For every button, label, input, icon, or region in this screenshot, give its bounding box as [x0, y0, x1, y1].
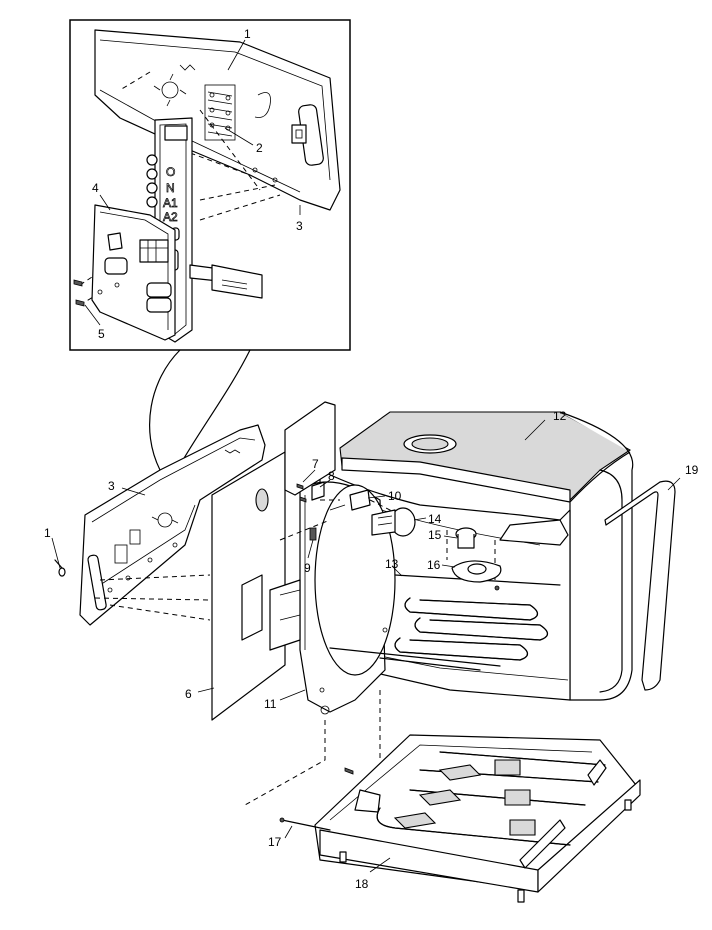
detail-inset: O N A1 A2 — [69, 19, 351, 471]
control-panel-housing — [79, 424, 266, 626]
door-seal — [604, 480, 676, 691]
marking-off: O — [166, 165, 175, 179]
fan-plate — [451, 560, 502, 591]
callout-9: 9 — [304, 561, 311, 575]
marking-n: N — [166, 181, 175, 195]
inset-callout-1: 1 — [244, 27, 251, 41]
inset-callout-2: 2 — [256, 141, 263, 155]
thermostat-probe — [309, 527, 317, 541]
grill-element — [329, 574, 561, 671]
callout-16: 16 — [427, 558, 441, 572]
callout-17: 17 — [268, 835, 282, 849]
marking-a1: A1 — [163, 196, 178, 210]
callout-11: 11 — [264, 697, 277, 711]
callout-3: 3 — [108, 479, 115, 493]
bottom-heater-tray — [314, 734, 641, 903]
leader-lines — [51, 419, 681, 873]
callout-1: 1 — [44, 526, 51, 540]
inset-switch-body — [91, 204, 176, 341]
insulation-panel — [211, 451, 301, 721]
control-knob-screw — [54, 559, 66, 577]
callout-7: 7 — [312, 457, 319, 471]
oven-top-panel — [339, 411, 632, 503]
callout-tail-left — [149, 349, 181, 471]
callout-14: 14 — [428, 512, 442, 526]
callout-12: 12 — [553, 409, 567, 423]
callout-13: 13 — [385, 557, 399, 571]
inset-screws — [73, 279, 85, 307]
switch-contacts — [204, 84, 236, 141]
callout-15: 15 — [428, 528, 442, 542]
callout-6: 6 — [185, 687, 192, 701]
oven-lamp — [371, 507, 416, 537]
callout-19: 19 — [685, 463, 699, 477]
inset-callout-3: 3 — [296, 219, 303, 233]
inset-callout-4: 4 — [92, 181, 99, 195]
inset-mounting-bracket — [94, 29, 341, 211]
inset-callout-5: 5 — [98, 327, 105, 341]
callout-18: 18 — [355, 877, 369, 891]
callout-tail-right — [179, 349, 251, 466]
heater-rod — [279, 817, 331, 831]
callout-8: 8 — [328, 469, 335, 483]
inset-ribbon-connector — [189, 264, 263, 299]
marking-a2: A2 — [163, 210, 178, 224]
upper-bracket — [284, 401, 336, 496]
fan-motor — [455, 527, 477, 549]
lamp-connector — [329, 489, 371, 511]
callout-10: 10 — [388, 489, 402, 503]
